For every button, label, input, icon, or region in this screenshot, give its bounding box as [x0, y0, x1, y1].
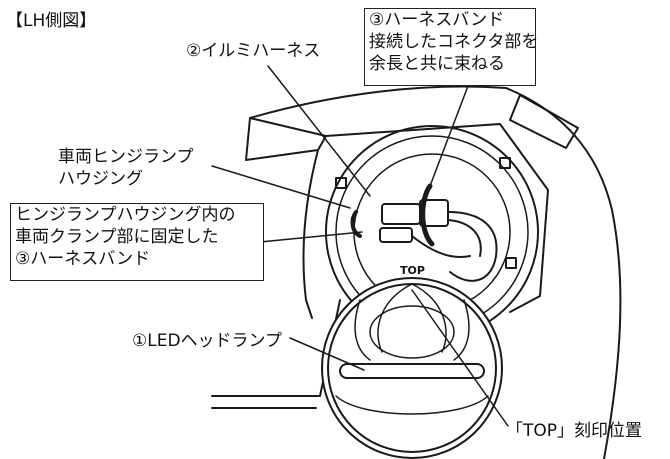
vehicle-body-panel — [249, 85, 622, 459]
callout-line: 接続したコネクタ部を — [369, 32, 539, 52]
leader-lines — [211, 65, 509, 427]
harness-band-fixed-callout: ヒンジランプハウジング内の 車両クランプ部に固定した ③ハーネスバンド — [10, 203, 264, 281]
callout-line: 余長と共に束ねる — [369, 54, 505, 74]
top-mark: TOP — [400, 264, 425, 277]
callout-line: ヒンジランプハウジング内の — [15, 205, 236, 225]
callout-line: 車両クランプ部に固定した — [15, 227, 219, 247]
harness-band-bundle-callout: ③ハーネスバンド 接続したコネクタ部を 余長と共に束ねる — [364, 8, 539, 86]
led-headlamp-lens — [321, 277, 503, 459]
callout-line: ③ハーネスバンド — [369, 10, 505, 30]
hinge-lamp-housing-label-line1: 車両ヒンジランプ — [58, 147, 194, 167]
figure-title: 【LH側図】 — [6, 11, 97, 31]
illumination-harness-label: ②イルミハーネス — [186, 41, 321, 61]
callout-line: ③ハーネスバンド — [15, 249, 151, 269]
led-headlamp-label: ①LEDヘッドランプ — [132, 331, 283, 351]
harness-connector-assembly — [350, 183, 498, 282]
hinge-lamp-housing-label-line2: ハウジング — [58, 169, 143, 189]
top-stamp-position-label: 「TOP」刻印位置 — [506, 421, 643, 441]
